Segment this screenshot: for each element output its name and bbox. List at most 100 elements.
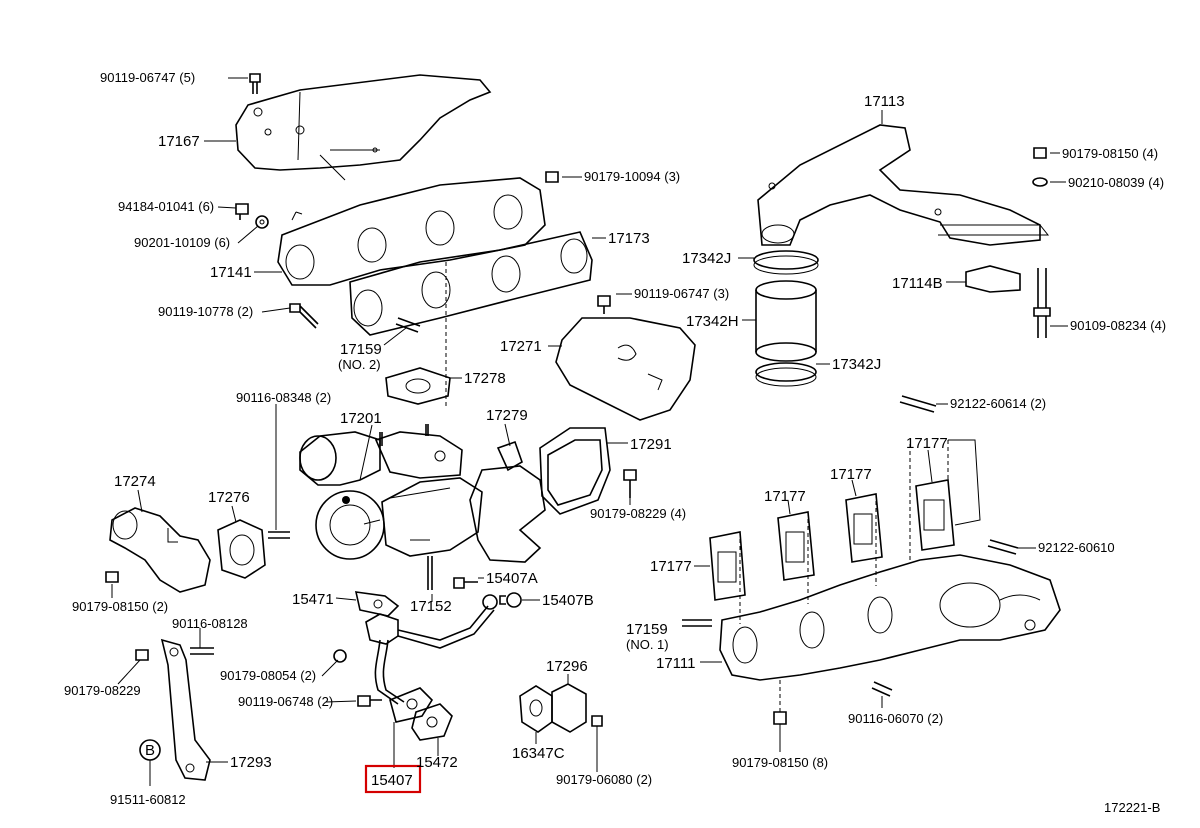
- label-17111: 17111: [656, 655, 696, 672]
- part-17141-exhaust-manifold[interactable]: [277, 177, 546, 286]
- label-90116-08348: 90116-08348 (2): [236, 390, 331, 405]
- part-16347c-gasket[interactable]: [519, 685, 553, 733]
- label-17159-no2: 17159: [340, 341, 382, 358]
- stud-90116-08128[interactable]: [190, 647, 214, 655]
- part-17296-cover[interactable]: [551, 683, 587, 733]
- label-15472: 15472: [416, 754, 458, 771]
- label-17152: 17152: [410, 598, 452, 615]
- washer-90179-08054[interactable]: [333, 649, 347, 663]
- part-15471-gasket[interactable]: [354, 591, 400, 617]
- label-17296: 17296: [546, 658, 588, 675]
- stud-92122-60610[interactable]: [987, 539, 1019, 555]
- part-17342j-hose-clamp-bottom[interactable]: [755, 362, 817, 387]
- label-90119-10778: 90119-10778 (2): [158, 304, 253, 319]
- label-17342J-top: 17342J: [682, 250, 731, 267]
- label-17293: 17293: [230, 754, 272, 771]
- label-90116-06070: 90116-06070 (2): [848, 711, 943, 726]
- part-17113-intake-pipe[interactable]: [757, 124, 1050, 246]
- stud-90116-08348[interactable]: [379, 424, 429, 446]
- label-17177-a: 17177: [650, 558, 692, 575]
- label-17177-d: 17177: [906, 435, 948, 452]
- label-17271: 17271: [500, 338, 542, 355]
- bolt-90119-06747-5[interactable]: [249, 73, 261, 94]
- bolt-15407a[interactable]: [453, 577, 478, 589]
- label-91511-60812: 91511-60812: [110, 792, 186, 807]
- label-17276: 17276: [208, 489, 250, 506]
- label-90116-08128: 90116-08128: [172, 616, 248, 631]
- label-17342J-bottom: 17342J: [832, 356, 881, 373]
- part-17271-turbo-heat-insulator[interactable]: [555, 317, 696, 421]
- label-90179-08150-8: 90179-08150 (8): [732, 755, 828, 770]
- label-90179-10094: 90179-10094 (3): [584, 169, 680, 184]
- label-B: B: [145, 742, 155, 759]
- nut-90179-06080[interactable]: [591, 715, 603, 727]
- nut-90179-08229-4[interactable]: [623, 469, 637, 498]
- label-17159-no2-sub: (NO. 2): [338, 357, 381, 372]
- label-17279: 17279: [486, 407, 528, 424]
- part-17177-gasket-4[interactable]: [915, 439, 981, 551]
- highlight-box-15407[interactable]: [364, 764, 422, 794]
- bolt-90119-10778[interactable]: [289, 303, 319, 329]
- label-17274: 17274: [114, 473, 156, 490]
- label-90179-08150-4: 90179-08150 (4): [1062, 146, 1158, 161]
- label-90119-06747-3: 90119-06747 (3): [634, 286, 729, 301]
- label-94184-01041: 94184-01041 (6): [118, 199, 214, 214]
- label-90179-08054: 90179-08054 (2): [220, 668, 316, 683]
- label-15407A: 15407A: [486, 570, 538, 587]
- part-15407-oil-pipe[interactable]: [365, 594, 498, 723]
- stud-17276[interactable]: [268, 531, 290, 539]
- stud-17159-no1[interactable]: [682, 619, 712, 627]
- nut-90179-08150-4[interactable]: [1033, 147, 1047, 159]
- label-90179-08229-4: 90179-08229 (4): [590, 506, 686, 521]
- part-17342h-hose[interactable]: [755, 280, 817, 362]
- part-17177-gasket-1[interactable]: [709, 531, 746, 601]
- label-16347C: 16347C: [512, 745, 565, 762]
- bolt-15407b[interactable]: [499, 592, 522, 608]
- nut-90179-10094[interactable]: [545, 171, 559, 183]
- bolt-90119-06748[interactable]: [357, 695, 382, 707]
- part-15472-gasket[interactable]: [411, 703, 453, 741]
- part-17274-intake-elbow[interactable]: [109, 507, 211, 593]
- label-15471: 15471: [292, 591, 334, 608]
- part-17173-manifold-gasket[interactable]: [349, 231, 593, 336]
- figure-code: 172221-B: [1104, 800, 1160, 815]
- bolt-90119-06747-3[interactable]: [597, 295, 611, 314]
- label-17173: 17173: [608, 230, 650, 247]
- stud-17159-no2[interactable]: [395, 317, 421, 333]
- label-90119-06747-5: 90119-06747 (5): [100, 70, 195, 85]
- label-15407B: 15407B: [542, 592, 594, 609]
- part-17293-bracket[interactable]: [160, 638, 211, 781]
- part-17177-gasket-3[interactable]: [845, 493, 883, 563]
- part-17201-turbocharger[interactable]: [299, 431, 483, 560]
- part-17177-gasket-2[interactable]: [777, 511, 815, 581]
- label-90201-10109: 90201-10109 (6): [134, 235, 230, 250]
- stud-92122-60614[interactable]: [899, 395, 937, 413]
- part-17342j-hose-clamp-top[interactable]: [753, 250, 819, 275]
- label-17177-b: 17177: [764, 488, 806, 505]
- part-17291-exhaust-elbow[interactable]: [469, 427, 611, 563]
- nut-94184-01041[interactable]: [235, 203, 249, 220]
- label-17201: 17201: [340, 410, 382, 427]
- label-92122-60610: 92122-60610: [1038, 540, 1115, 555]
- stud-90116-06070[interactable]: [871, 681, 893, 697]
- part-17276-gasket[interactable]: [217, 519, 266, 579]
- label-90119-06748: 90119-06748 (2): [238, 694, 333, 709]
- part-17278-gasket[interactable]: [385, 367, 451, 405]
- part-17111-intake-manifold[interactable]: [719, 554, 1061, 681]
- label-90109-08234: 90109-08234 (4): [1070, 318, 1166, 333]
- washer-90210-08039[interactable]: [1032, 177, 1048, 187]
- label-17113: 17113: [864, 93, 905, 110]
- nut-90179-08150-2[interactable]: [105, 571, 119, 583]
- washer-90201-10109[interactable]: [255, 215, 269, 229]
- label-17141: 17141: [210, 264, 252, 281]
- part-17167-heat-insulator[interactable]: [235, 74, 492, 181]
- stud-90109-08234[interactable]: [1033, 268, 1051, 338]
- stud-17152[interactable]: [427, 556, 433, 590]
- label-17167: 17167: [158, 133, 200, 150]
- label-15407: 15407: [371, 772, 413, 789]
- part-17114b-gasket[interactable]: [965, 265, 1021, 293]
- label-17114B: 17114B: [892, 275, 943, 292]
- nut-90179-08229[interactable]: [135, 649, 149, 661]
- nut-90179-08150-8[interactable]: [773, 711, 787, 725]
